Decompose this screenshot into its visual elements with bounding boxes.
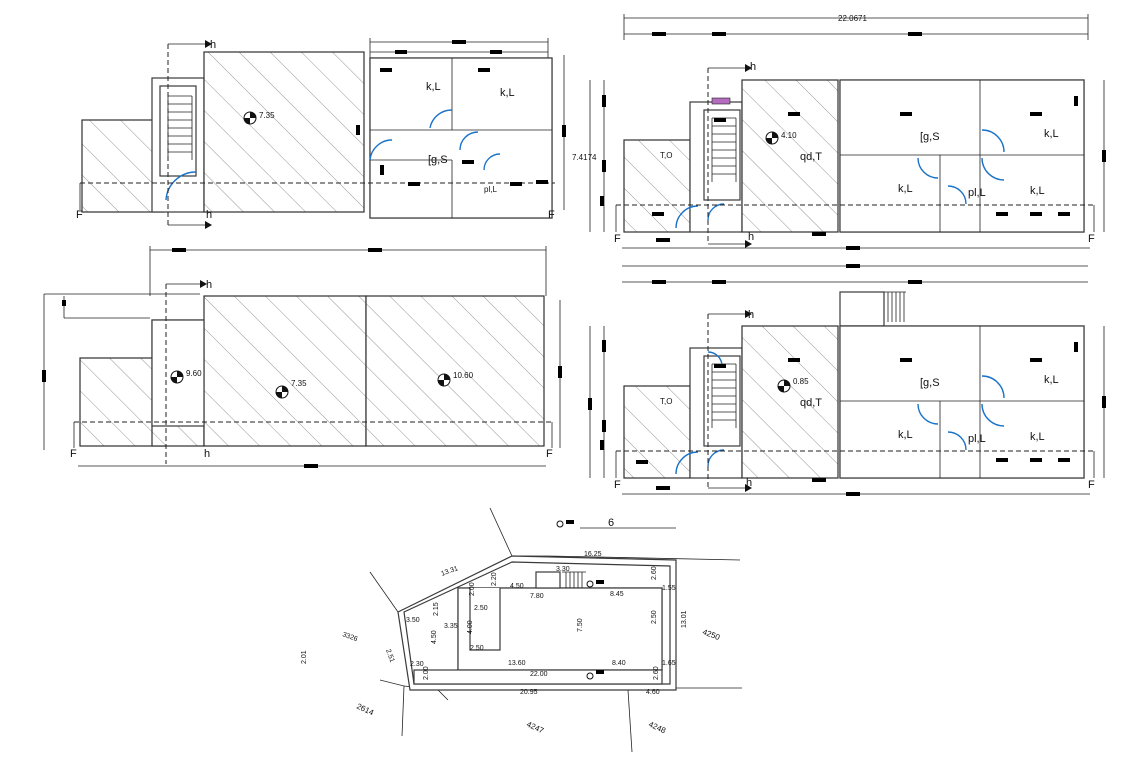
- dimension-text: 2.00: [423, 666, 430, 680]
- site-plan: 6 16.25 3326 4250 2614 4247 4248 13.31 2…: [301, 507, 742, 753]
- room-label-toilet: pl,L: [968, 433, 986, 445]
- level-label: 4.10: [781, 131, 797, 140]
- plan-mid-right: h h F F 0.85 qd,T [g,S k,L k,L k,L pl,L …: [588, 264, 1106, 496]
- dimension-text: 7.50: [577, 618, 584, 632]
- grid-marker: F: [548, 209, 555, 221]
- level-label: 7.35: [259, 111, 275, 120]
- room-label-kitchen: k,L: [1030, 431, 1045, 443]
- dimension-text: 2.20: [491, 572, 498, 586]
- dimension-text: 3.35: [444, 623, 458, 630]
- room-label-living: [g,S: [920, 377, 940, 389]
- dimension-text: 2.50: [470, 645, 484, 652]
- dimension-text: 2.15: [433, 602, 440, 616]
- room-label-kitchen: k,L: [1030, 185, 1045, 197]
- dimension-text: 1.65: [662, 660, 676, 667]
- site-stair: [562, 571, 586, 588]
- dimension-text: 2.50: [474, 605, 488, 612]
- dimension-text: 4.00: [467, 620, 474, 634]
- plan-top-left: h h F F 7.35 k,L k,L [g,S pl,L: [76, 38, 566, 229]
- grid-marker: F: [546, 448, 553, 460]
- grid-marker: F: [1088, 233, 1095, 245]
- dimension-text: 2.60: [653, 666, 660, 680]
- dimension-text: 4.50: [510, 583, 524, 590]
- stair-entry: [884, 291, 906, 322]
- neighbour-lot: 2614: [355, 702, 375, 718]
- dimension-text: 2.60: [651, 566, 658, 580]
- neighbour-lot: 4247: [525, 720, 545, 736]
- grid-marker: F: [614, 233, 621, 245]
- room-label-kitchen: k,L: [426, 81, 441, 93]
- grid-marker: F: [70, 448, 77, 460]
- room-label-kitchen: k,L: [1044, 128, 1059, 140]
- room-label-hall: qd,T: [800, 397, 822, 409]
- dimension-text: 2.30: [410, 661, 424, 668]
- plan-mid-left: h h F F 9.60 7.35 10.60: [42, 246, 562, 468]
- section-marker: h: [750, 61, 756, 73]
- room-label-kitchen: k,L: [1044, 374, 1059, 386]
- section-marker: h: [748, 309, 754, 321]
- section-marker: h: [204, 448, 210, 460]
- site-level: 16.25: [584, 551, 602, 558]
- neighbour-lot: 4248: [647, 720, 667, 736]
- section-marker: h: [206, 279, 212, 291]
- room-label-living: [g,S: [428, 154, 448, 166]
- room-label-living: [g,S: [920, 131, 940, 143]
- dimension-text: 4.60: [646, 689, 660, 696]
- room-label-store: T,O: [660, 151, 672, 160]
- section-marker: h: [748, 231, 754, 243]
- room-label-store: T,O: [660, 397, 672, 406]
- dimension-text: 7.80: [530, 593, 544, 600]
- grid-marker: F: [76, 209, 83, 221]
- dimension-text: 20.95: [520, 689, 538, 696]
- room-label-toilet: pl,L: [968, 187, 986, 199]
- level-label: 10.60: [453, 371, 474, 380]
- north-label: 6: [608, 517, 614, 529]
- level-label: 7.35: [291, 379, 307, 388]
- dimension-text: 8.45: [610, 591, 624, 598]
- dimension-text: 13.01: [681, 610, 688, 628]
- section-marker: h: [746, 477, 752, 489]
- room-label-toilet: pl,L: [484, 185, 497, 194]
- dimension-text: 22.00: [530, 671, 548, 678]
- dimension-text: 2.00: [469, 582, 476, 596]
- dimension-text: 3.30: [556, 566, 570, 573]
- dimension-text: 2.01: [301, 650, 308, 664]
- level-label: 9.60: [186, 369, 202, 378]
- room-label-kitchen: k,L: [898, 183, 913, 195]
- dimension-text: 13.31: [440, 565, 459, 578]
- plan-top-right: 22.0671 7.4174: [572, 14, 1106, 250]
- overall-dimension: 22.0671: [838, 14, 867, 23]
- room-label-hall: qd,T: [800, 151, 822, 163]
- room-label-kitchen: k,L: [898, 429, 913, 441]
- dimension-text: 8.40: [612, 660, 626, 667]
- side-dimension: 7.4174: [572, 153, 597, 162]
- grid-marker: F: [1088, 479, 1095, 491]
- room-label-kitchen: k,L: [500, 87, 515, 99]
- dimension-text: 4.50: [431, 630, 438, 644]
- dimension-text: 3.50: [406, 617, 420, 624]
- dimension-text: 2.51: [384, 648, 395, 663]
- dimension-text: 1.55: [662, 585, 676, 592]
- dimension-text: 13.60: [508, 660, 526, 667]
- grid-marker: F: [614, 479, 621, 491]
- neighbour-lot: 3326: [341, 631, 358, 643]
- section-marker: h: [210, 39, 216, 51]
- neighbour-lot: 4250: [701, 627, 721, 642]
- dimension-text: 2.50: [651, 610, 658, 624]
- level-label: 0.85: [793, 377, 809, 386]
- section-marker: h: [206, 209, 212, 221]
